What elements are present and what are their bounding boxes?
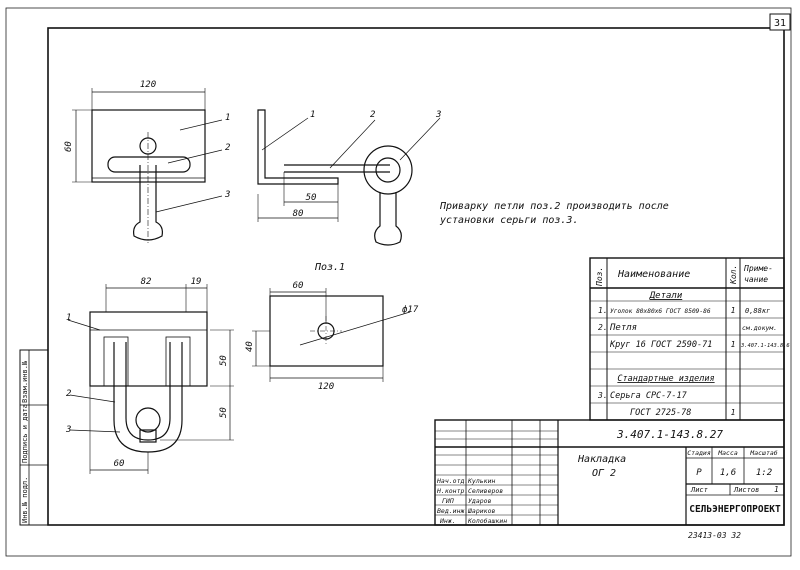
stage-label: Стадия bbox=[687, 449, 711, 457]
spec-row-4-name: Стандартные изделия bbox=[617, 374, 714, 384]
spec-header-name: Наименование bbox=[617, 269, 690, 280]
side-stamp-box bbox=[19, 349, 49, 526]
spec-row-3-note: 3.407.1-143.8.6 bbox=[740, 343, 790, 349]
sig-role-5: Инж. bbox=[439, 517, 456, 525]
sig-name-1: Кулькин bbox=[467, 477, 495, 485]
title-line-1: Накладка bbox=[577, 454, 626, 465]
sig-role-3: ГИП bbox=[442, 497, 454, 505]
spec-row-2-pos: 2. bbox=[598, 323, 608, 332]
scale-label: Масштаб bbox=[749, 449, 777, 457]
spec-header-qty: Кол. bbox=[729, 265, 738, 285]
spec-row-5-pos: 3. bbox=[597, 391, 608, 400]
bottom-code: 23413-03 32 bbox=[688, 531, 741, 540]
plan-view bbox=[67, 284, 234, 474]
spec-header-pos: Поз. bbox=[595, 267, 604, 287]
note-line-1: Приварку петли поз.2 производить после bbox=[439, 201, 669, 212]
spec-header-note-1: Приме- bbox=[743, 264, 773, 273]
dim-82: 82 bbox=[141, 277, 152, 287]
sig-name-2: Селиверов bbox=[468, 487, 503, 495]
designation: 3.407.1-143.8.27 bbox=[616, 428, 723, 441]
spec-table bbox=[589, 257, 785, 421]
sheets-value: 1 bbox=[774, 485, 779, 494]
callout-3b: 3 bbox=[435, 110, 441, 120]
side-view bbox=[257, 109, 441, 246]
side-stamp-3: Взам.инв.№ bbox=[21, 360, 29, 403]
callout-3: 3 bbox=[224, 190, 230, 200]
note-line-2: установки серьги поз.3. bbox=[439, 215, 578, 226]
dim-60b: 60 bbox=[114, 459, 125, 469]
dim-d17: ф17 bbox=[402, 305, 419, 315]
dim-40: 40 bbox=[245, 341, 255, 352]
spec-row-3-qty: 1 bbox=[731, 340, 736, 349]
title-block bbox=[434, 419, 785, 526]
dim-50b: 50 bbox=[219, 407, 229, 418]
spec-row-1-pos: 1. bbox=[598, 306, 608, 315]
sheets-label: Листов bbox=[733, 486, 759, 494]
spec-header-note-2: чание bbox=[744, 275, 768, 284]
spec-row-2-name: Петля bbox=[609, 323, 637, 333]
callout-1c: 1 bbox=[66, 313, 71, 323]
spec-row-1-note: 0,88кг bbox=[745, 307, 770, 315]
dim-60: 60 bbox=[64, 141, 74, 152]
title-line-2: ОГ 2 bbox=[592, 468, 616, 479]
spec-row-6-name: ГОСТ 2725-78 bbox=[630, 408, 691, 418]
side-stamp-2: Подпись и дата bbox=[21, 404, 29, 463]
spec-row-1-name: Уголок 80х80х6 ГОСТ 8509-86 bbox=[610, 308, 711, 315]
page-number-box bbox=[769, 13, 791, 31]
sig-role-1: Нач.отд. bbox=[436, 477, 468, 485]
front-view bbox=[72, 88, 223, 243]
spec-row-6-qty: 1 bbox=[731, 408, 736, 417]
spec-row-0-name: Детали bbox=[649, 291, 683, 301]
callout-1b: 1 bbox=[310, 110, 315, 120]
page-number: 31 bbox=[774, 18, 786, 29]
pos-title: Поз.1 bbox=[314, 262, 345, 273]
mass-value: 1,6 bbox=[720, 468, 736, 478]
dim-50a: 50 bbox=[219, 355, 229, 366]
mass-label: Масса bbox=[717, 449, 738, 457]
spec-row-1-qty: 1 bbox=[731, 306, 736, 315]
sheet-label: Лист bbox=[690, 486, 708, 494]
callout-1: 1 bbox=[225, 113, 230, 123]
scale-value: 1:2 bbox=[756, 468, 772, 478]
sig-name-5: Колобашкин bbox=[467, 517, 507, 525]
dim-120b: 120 bbox=[318, 382, 334, 392]
dim-50: 50 bbox=[306, 193, 317, 203]
sig-name-4: Шариков bbox=[467, 507, 495, 515]
dim-60c: 60 bbox=[293, 281, 304, 291]
sig-name-3: Ударов bbox=[468, 497, 492, 505]
spec-row-3-name: Круг 16 ГОСТ 2590-71 bbox=[609, 340, 712, 350]
callout-2: 2 bbox=[225, 143, 230, 153]
outer-border bbox=[5, 7, 792, 557]
spec-row-2-note: см.докум. bbox=[742, 324, 777, 332]
spec-row-5-name: Серьга СРС-7-17 bbox=[610, 391, 688, 401]
pos1-view bbox=[252, 288, 411, 382]
stage-value: Р bbox=[696, 468, 702, 478]
sig-role-2: Н.контр. bbox=[436, 487, 468, 495]
sig-role-4: Вед.инж. bbox=[437, 507, 468, 515]
callout-2b: 2 bbox=[370, 110, 375, 120]
dim-120: 120 bbox=[140, 80, 156, 90]
callout-3c: 3 bbox=[65, 425, 71, 435]
dim-19: 19 bbox=[191, 277, 202, 287]
organization: СЕЛЬЭНЕРГОПРОЕКТ bbox=[689, 504, 781, 515]
dim-80: 80 bbox=[293, 209, 304, 219]
side-stamp-1: Инв.№ подл. bbox=[21, 477, 29, 523]
callout-2c: 2 bbox=[66, 389, 71, 399]
